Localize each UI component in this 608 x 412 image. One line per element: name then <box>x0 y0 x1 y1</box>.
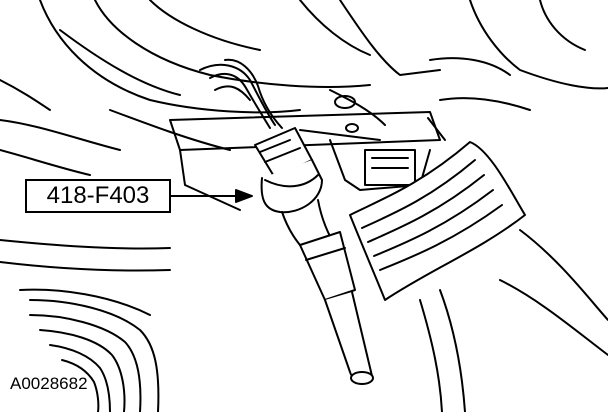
part-number-label: 418-F403 <box>46 182 150 209</box>
lower-right-outline <box>419 229 608 412</box>
upper-housing-outline <box>39 0 608 114</box>
lower-ribbed-component <box>19 288 160 412</box>
part-number-callout: 418-F403 <box>25 179 171 213</box>
probe-shaft <box>299 231 374 385</box>
left-panel-outline <box>0 79 231 272</box>
heat-shield-blanket <box>349 141 526 301</box>
wiring-harness <box>199 58 386 141</box>
mounting-bracket <box>169 111 446 211</box>
figure-id-label: A0028682 <box>10 374 88 393</box>
callout-leader-arrow <box>170 189 253 203</box>
